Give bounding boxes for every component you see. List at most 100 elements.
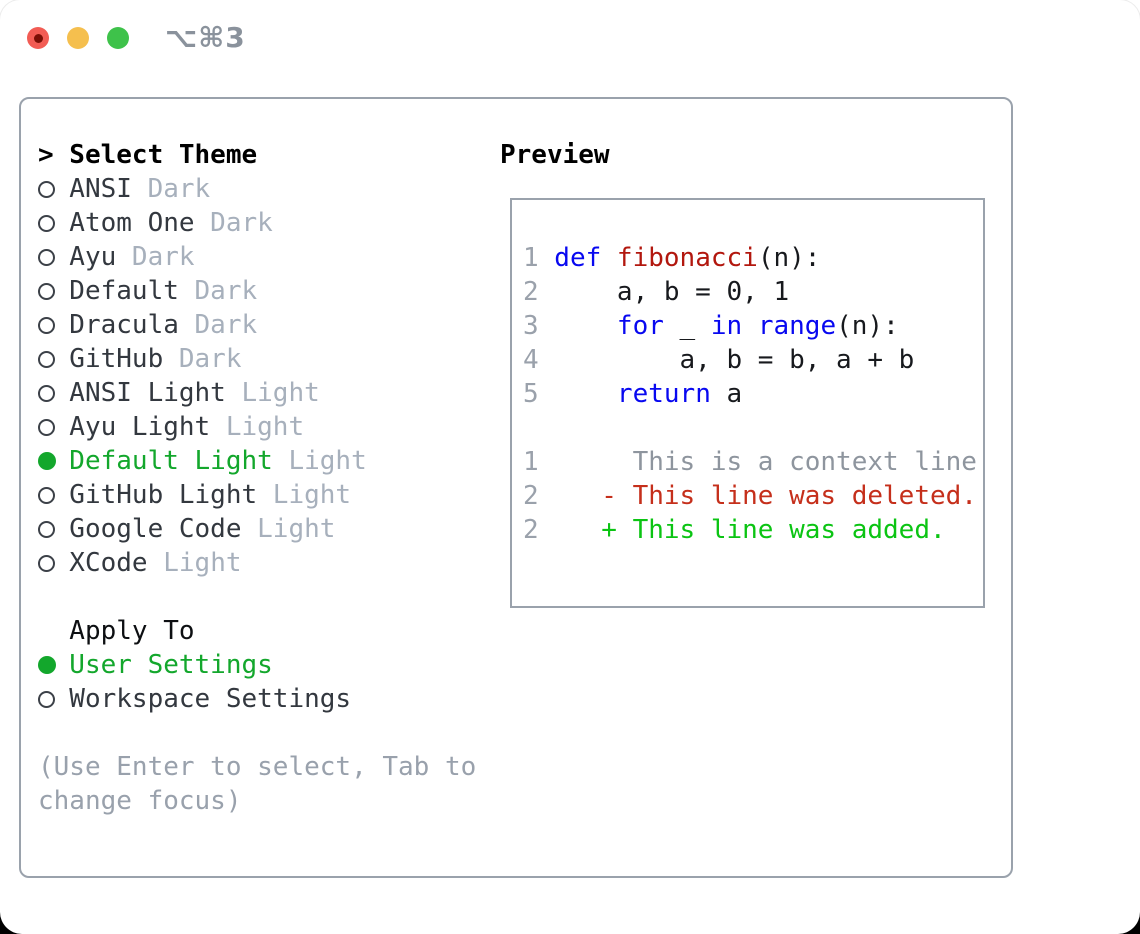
radio-icon — [38, 691, 55, 708]
unsaved-dot-icon — [33, 33, 43, 43]
radio-marker — [38, 512, 69, 546]
radio-icon — [38, 181, 55, 198]
preview-header: Preview — [500, 140, 610, 170]
apply-option-name: User Settings — [69, 650, 273, 680]
theme-name: ANSI Light — [69, 378, 226, 408]
preview-line: 2 a, b = 0, 1 — [523, 275, 983, 309]
theme-variant-tag: Light — [272, 446, 367, 476]
radio-marker — [38, 410, 69, 444]
radio-selected-icon — [38, 656, 56, 674]
radio-marker — [38, 206, 69, 240]
preview-line: 5 return a — [523, 377, 983, 411]
radio-icon — [38, 521, 55, 538]
theme-variant-tag: Light — [225, 378, 320, 408]
radio-icon — [38, 487, 55, 504]
help-text-line-1: (Use Enter to select, Tab to — [38, 752, 477, 782]
code-token — [601, 243, 617, 273]
preview-line: 4 a, b = b, a + b — [523, 343, 983, 377]
theme-name: GitHub — [69, 344, 164, 374]
theme-option-ansi-light[interactable]: ANSI Light Light — [38, 376, 476, 410]
spacer-row — [38, 716, 476, 750]
code-token: def — [554, 243, 602, 273]
radio-icon — [38, 215, 55, 232]
line-number: 2 — [523, 481, 539, 511]
theme-variant-tag: Light — [147, 548, 242, 578]
theme-name: ANSI — [69, 174, 132, 204]
theme-variant-tag: Dark — [116, 242, 195, 272]
theme-option-ansi[interactable]: ANSI Dark — [38, 172, 476, 206]
code-token: a — [710, 379, 743, 409]
line-number: 2 — [523, 515, 539, 545]
code-token: (n): — [836, 311, 899, 341]
theme-option-dracula[interactable]: Dracula Dark — [38, 308, 476, 342]
theme-variant-tag: Light — [210, 412, 305, 442]
radio-marker — [38, 478, 69, 512]
apply-option-user-settings[interactable]: User Settings — [38, 648, 476, 682]
theme-name: Dracula — [69, 310, 179, 340]
select-theme-label: Select Theme — [69, 140, 258, 170]
theme-name: XCode — [69, 548, 148, 578]
theme-name: Google Code — [69, 514, 242, 544]
theme-option-github[interactable]: GitHub Dark — [38, 342, 476, 376]
code-token: for — [616, 311, 664, 341]
maximize-button[interactable] — [107, 27, 129, 49]
select-theme-header: > Select Theme — [38, 138, 476, 172]
apply-to-label: Apply To — [69, 616, 195, 646]
theme-variant-tag: Dark — [194, 208, 273, 238]
minimize-button[interactable] — [67, 27, 89, 49]
radio-marker — [38, 172, 69, 206]
preview-line: 2 - This line was deleted. — [523, 479, 983, 513]
theme-option-github-light[interactable]: GitHub Light Light — [38, 478, 476, 512]
theme-variant-tag: Light — [257, 480, 352, 510]
radio-selected-icon — [38, 452, 56, 470]
screenshot-corner-artifact — [1118, 912, 1140, 934]
radio-icon — [38, 249, 55, 266]
line-number: 1 — [523, 243, 539, 273]
radio-marker — [38, 274, 69, 308]
radio-icon — [38, 385, 55, 402]
theme-name: Default — [69, 276, 179, 306]
theme-option-google-code[interactable]: Google Code Light — [38, 512, 476, 546]
radio-marker — [38, 648, 69, 682]
theme-option-ayu[interactable]: Ayu Dark — [38, 240, 476, 274]
theme-name: Default Light — [69, 446, 273, 476]
line-number: 4 — [523, 345, 539, 375]
radio-marker — [38, 444, 69, 478]
theme-variant-tag: Light — [241, 514, 336, 544]
window-title-shortcut: ⌥⌘3 — [165, 21, 246, 54]
code-token: in — [710, 311, 743, 341]
radio-icon — [38, 351, 55, 368]
radio-icon — [38, 317, 55, 334]
radio-icon — [38, 419, 55, 436]
radio-marker — [38, 682, 69, 716]
theme-option-atom-one[interactable]: Atom One Dark — [38, 206, 476, 240]
apply-option-workspace-settings[interactable]: Workspace Settings — [38, 682, 476, 716]
theme-name: Ayu — [69, 242, 117, 272]
theme-option-default[interactable]: Default Dark — [38, 274, 476, 308]
line-number: 2 — [523, 277, 539, 307]
theme-name: GitHub Light — [69, 480, 258, 510]
radio-marker — [38, 546, 69, 580]
focus-caret-icon: > — [38, 140, 54, 170]
code-token: a, b = b, a + b — [554, 345, 915, 375]
code-token — [554, 379, 617, 409]
theme-name: Atom One — [69, 208, 195, 238]
theme-option-default-light[interactable]: Default Light Light — [38, 444, 476, 478]
theme-name: Ayu Light — [69, 412, 211, 442]
theme-variant-tag: Dark — [131, 174, 211, 204]
code-token: range — [757, 311, 837, 341]
theme-variant-tag: Dark — [178, 310, 258, 340]
code-token: a, b = 0, 1 — [554, 277, 790, 307]
theme-variant-tag: Dark — [163, 344, 242, 374]
code-token: This is a context line. — [554, 447, 985, 477]
code-token: (n): — [757, 243, 821, 273]
close-button[interactable] — [27, 27, 49, 49]
theme-option-xcode[interactable]: XCode Light — [38, 546, 476, 580]
radio-icon — [38, 283, 55, 300]
screenshot-corner-artifact — [0, 912, 22, 934]
preview-line: 3 for _ in range(n): — [523, 309, 983, 343]
theme-option-ayu-light[interactable]: Ayu Light Light — [38, 410, 476, 444]
